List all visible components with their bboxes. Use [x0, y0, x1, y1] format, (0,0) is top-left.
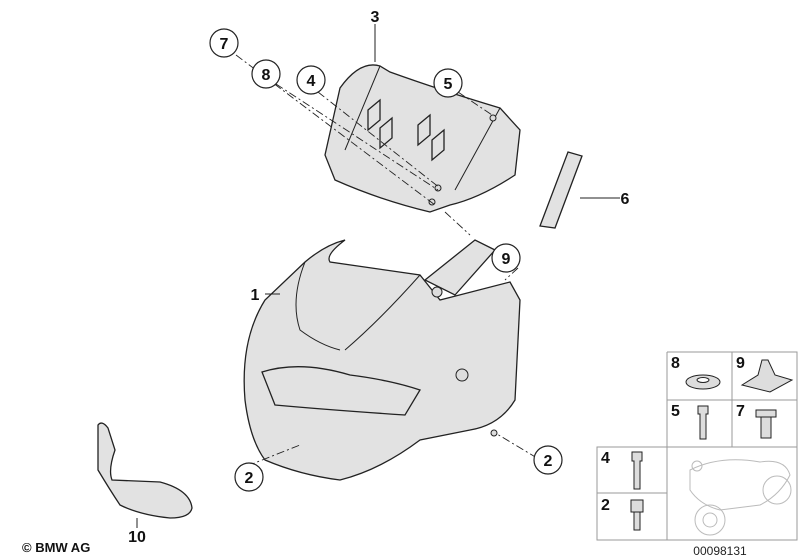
rivet-icon	[631, 451, 643, 490]
legend-label-8: 8	[671, 355, 680, 372]
callout-label: 8	[262, 67, 271, 84]
callout-9[interactable]: 9	[491, 243, 521, 273]
part-label-10: 10	[128, 529, 146, 546]
callout-label: 7	[220, 36, 229, 53]
part-label-6: 6	[621, 191, 630, 208]
part-label-1: 1	[251, 287, 260, 304]
callout-5[interactable]: 5	[433, 68, 463, 98]
hardware-legend-grid: 8 9 5 7 4 2	[596, 351, 798, 541]
trim-strip-part[interactable]	[539, 151, 583, 229]
clip-nut-icon	[740, 359, 794, 393]
callout-7[interactable]: 7	[209, 28, 239, 58]
copyright-text: © BMW AG	[22, 540, 90, 555]
callout-label: 2	[544, 453, 553, 470]
expanding-rivet-icon	[697, 405, 709, 440]
motorcycle-icon	[689, 459, 792, 536]
callout-label: 9	[502, 251, 511, 268]
callout-8[interactable]: 8	[251, 59, 281, 89]
diagram-number: 00098131	[693, 544, 747, 558]
callout-2-right[interactable]: 2	[533, 445, 563, 475]
callout-label: 4	[307, 73, 316, 90]
legend-label-4: 4	[601, 450, 610, 467]
callout-2-left[interactable]: 2	[234, 462, 264, 492]
legend-label-9: 9	[736, 355, 745, 372]
legend-label-5: 5	[671, 403, 680, 420]
callout-4[interactable]: 4	[296, 65, 326, 95]
front-fairing-part[interactable]	[243, 239, 521, 481]
part-label-3: 3	[371, 9, 380, 26]
screw-icon	[755, 409, 777, 439]
legend-label-2: 2	[601, 497, 610, 514]
air-duct-mesh-part[interactable]	[97, 422, 193, 519]
callout-label: 5	[444, 76, 453, 93]
callout-label: 2	[245, 470, 254, 487]
legend-label-7: 7	[736, 403, 745, 420]
windscreen-part[interactable]	[324, 64, 521, 213]
bolt-icon	[630, 499, 644, 531]
